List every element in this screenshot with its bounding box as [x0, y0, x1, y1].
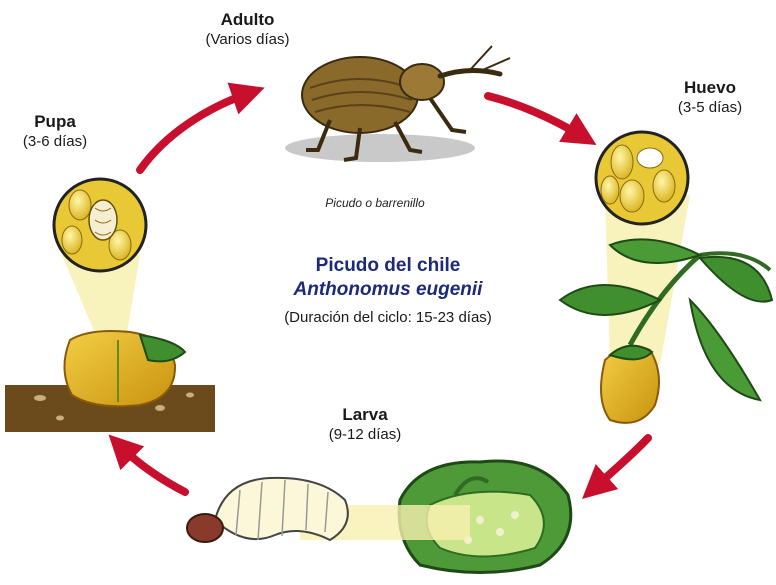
stage-label-pupa: Pupa (3-6 días): [5, 112, 105, 150]
arrow-egg-to-larva: [592, 438, 648, 490]
arrow-larva-to-pupa: [118, 444, 185, 492]
pupa-cluster-icon: [54, 179, 146, 345]
stage-label-larva: Larva (9-12 días): [310, 405, 420, 443]
pepper-on-soil-icon: [5, 331, 215, 432]
diagram-title: Picudo del chile: [228, 255, 548, 277]
center-title-block: Picudo del chile Anthonomus eugenii (Dur…: [228, 255, 548, 326]
stage-name-egg: Huevo: [655, 78, 765, 98]
adult-caption: Picudo o barrenillo: [290, 196, 460, 210]
stage-duration-larva: (9-12 días): [310, 426, 420, 443]
cycle-duration: (Duración del ciclo: 15-23 días): [228, 309, 548, 326]
arrow-pupa-to-adult: [140, 92, 252, 170]
stage-name-adult: Adulto: [180, 10, 315, 30]
stage-duration-egg: (3-5 días): [655, 99, 765, 116]
scientific-name: Anthonomus eugenii: [228, 279, 548, 301]
stage-label-egg: Huevo (3-5 días): [655, 78, 765, 116]
stage-duration-adult: (Varios días): [180, 31, 315, 48]
stage-name-larva: Larva: [310, 405, 420, 425]
stage-name-pupa: Pupa: [5, 112, 105, 132]
stage-duration-pupa: (3-6 días): [5, 133, 105, 150]
weevil-icon: [285, 46, 510, 162]
stage-label-adult: Adulto (Varios días): [180, 10, 315, 48]
arrow-adult-to-egg: [488, 96, 585, 138]
